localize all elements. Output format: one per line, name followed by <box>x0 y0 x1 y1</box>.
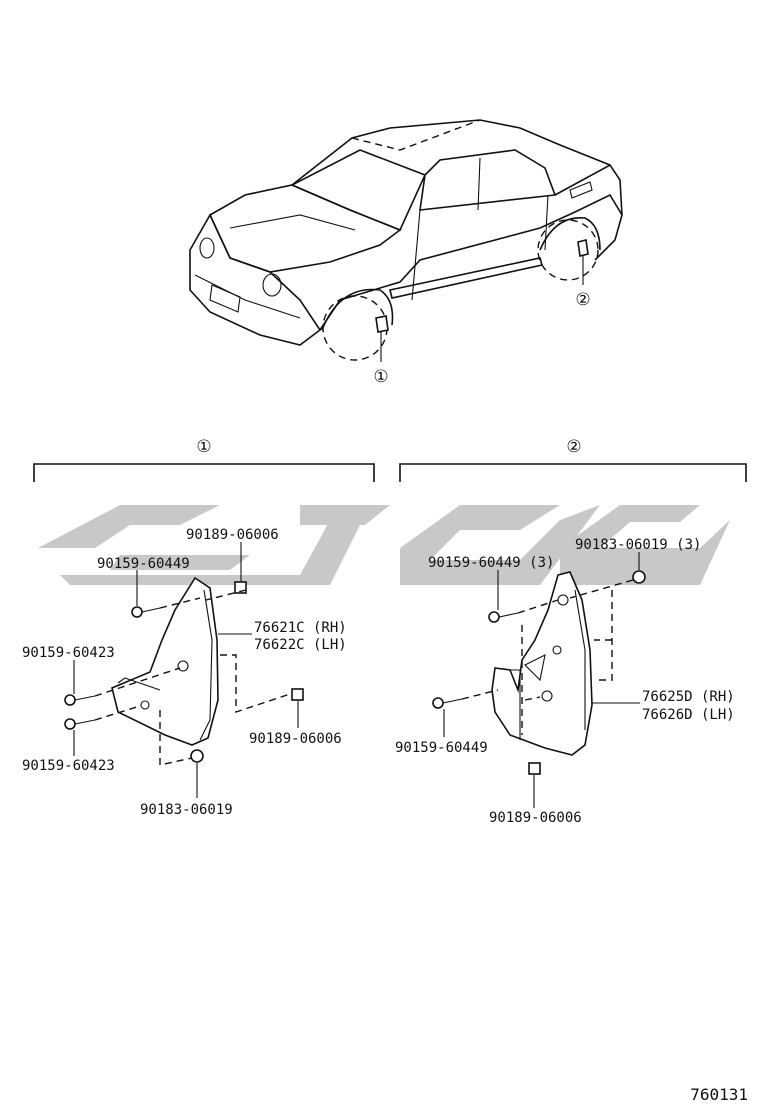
label-76625d-rh: 76625D (RH) <box>642 689 735 705</box>
label-90159-60423-lower: 90159-60423 <box>22 758 115 774</box>
label-90189-06006-bottom: 90189-06006 <box>489 810 582 826</box>
nut-icon <box>291 688 304 701</box>
group-1-bracket <box>33 463 375 482</box>
car-callout-1: ① <box>373 367 388 387</box>
label-76621c-rh: 76621C (RH) <box>254 620 347 636</box>
screw-icon <box>64 694 96 706</box>
nut-icon <box>234 581 247 594</box>
illustration-number: 760131 <box>690 1085 748 1104</box>
label-90189-06006-right: 90189-06006 <box>249 731 342 747</box>
clip-icon <box>190 749 204 763</box>
nut-icon <box>528 762 541 775</box>
label-90159-60449: 90159-60449 <box>97 556 190 572</box>
group-1-number: ① <box>196 437 211 457</box>
screw-icon <box>64 718 96 730</box>
label-90159-60423-upper: 90159-60423 <box>22 645 115 661</box>
label-90159-60449-left: 90159-60449 <box>395 740 488 756</box>
mudguard-rear <box>491 571 593 756</box>
label-90183-06019: 90183-06019 <box>140 802 233 818</box>
label-76626d-lh: 76626D (LH) <box>642 707 735 723</box>
bolt-icon <box>488 611 519 623</box>
group-2: ② <box>395 437 747 826</box>
car-illustration <box>189 119 623 362</box>
label-90159-60449-3: 90159-60449 (3) <box>428 555 554 571</box>
watermark-logo <box>38 505 730 585</box>
label-90189-06006-top: 90189-06006 <box>186 527 279 543</box>
group-2-number: ② <box>566 437 581 457</box>
mudguard-front <box>111 576 219 746</box>
group-1: ① <box>22 437 375 818</box>
label-76622c-lh: 76622C (LH) <box>254 637 347 653</box>
label-90183-06019-3: 90183-06019 (3) <box>575 537 701 553</box>
car-callout-2: ② <box>575 290 590 310</box>
group-2-bracket <box>399 463 747 482</box>
screw-icon <box>432 697 463 709</box>
clip-icon <box>632 570 646 584</box>
bolt-icon <box>131 606 161 618</box>
